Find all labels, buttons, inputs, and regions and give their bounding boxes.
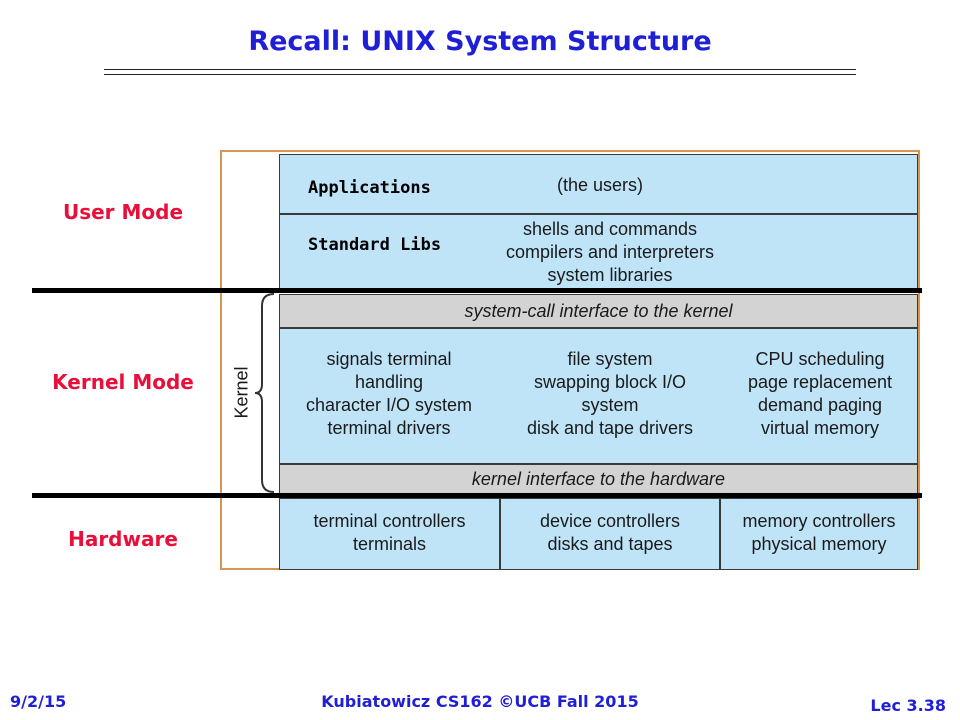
- user-kernel-divider: [32, 288, 922, 293]
- hardware-label: Hardware: [68, 527, 178, 551]
- standard-libs-label: Standard Libs: [308, 235, 442, 255]
- kernel-col-memory: CPU scheduling page replacement demand p…: [747, 349, 893, 438]
- hw-cell-terminal: [279, 498, 500, 570]
- hardware-interface-row: kernel interface to the hardware: [279, 464, 918, 494]
- hw-cell-device: [500, 498, 720, 570]
- kernel-hardware-divider: [32, 493, 922, 498]
- footer-lecture: Lec 3.38: [870, 696, 946, 715]
- user-mode-label: User Mode: [62, 200, 184, 224]
- kernel-functions-row: [279, 328, 918, 464]
- footer-date: 9/2/15: [10, 692, 67, 711]
- users-text: (the users): [556, 175, 644, 195]
- hw-col-device: device controllers disks and tapes: [539, 511, 681, 554]
- page-title: Recall: UNIX System Structure: [248, 26, 712, 57]
- footer-course: Kubiatowicz CS162 ©UCB Fall 2015: [321, 692, 639, 711]
- hw-col-terminal: terminal controllers terminals: [313, 511, 466, 554]
- title-rule-top: [104, 69, 856, 70]
- hardware-interface-text: kernel interface to the hardware: [471, 469, 726, 489]
- syscall-interface-row: system-call interface to the kernel: [279, 294, 918, 328]
- hw-col-memory: memory controllers physical memory: [742, 511, 896, 554]
- kernel-col-terminal: signals terminal handling character I/O …: [305, 349, 473, 438]
- users-row: [279, 154, 918, 214]
- kernel-brace-icon: [254, 293, 275, 493]
- kernel-mode-label: Kernel Mode: [52, 370, 194, 394]
- title-rule-bottom: [104, 74, 856, 75]
- syscall-text: system-call interface to the kernel: [464, 301, 733, 321]
- kernel-col-filesystem: file system swapping block I/O system di…: [526, 349, 694, 438]
- shells-text: shells and commands compilers and interp…: [505, 219, 715, 285]
- hw-cell-memory: [720, 498, 918, 570]
- applications-label: Applications: [308, 178, 431, 198]
- kernel-vertical-label: Kernel: [231, 366, 252, 419]
